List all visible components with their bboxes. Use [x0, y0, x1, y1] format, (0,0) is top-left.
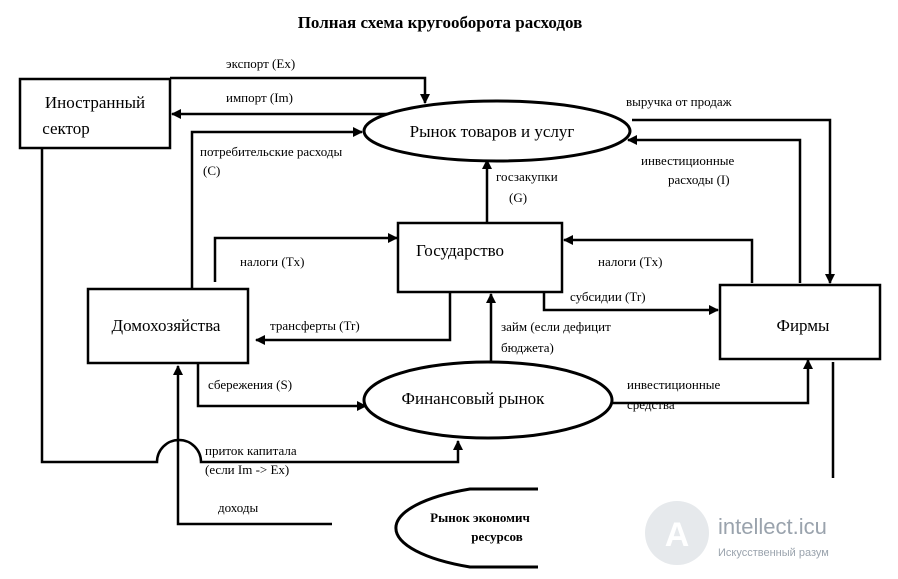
resource-market-label-2: ресурсов	[471, 529, 522, 544]
savings-label: сбережения (S)	[208, 377, 292, 392]
goods-market-label: Рынок товаров и услуг	[410, 122, 575, 141]
gov-purchases-label-2: (G)	[509, 190, 527, 205]
savings-arrow	[196, 362, 367, 411]
export-arrow	[170, 76, 430, 104]
capital-inflow-label-2: (если Im -> Ex)	[205, 462, 289, 477]
consumer-spending-label-1: потребительские расходы	[200, 144, 343, 159]
firm-taxes-arrow	[563, 235, 754, 283]
transfers-arrow	[255, 292, 452, 345]
diagram-title: Полная схема кругооборота расходов	[298, 13, 583, 32]
consumer-spending-arrow	[190, 127, 363, 288]
investment-funds-label-1: инвестиционные	[627, 377, 721, 392]
goods-market-node: Рынок товаров и услуг	[362, 99, 632, 163]
investment-funds-label-2: средства	[627, 397, 675, 412]
foreign-sector-label-2: сектор	[42, 119, 90, 138]
subsidies-arrow	[542, 292, 719, 315]
capital-inflow-label-1: приток капитала	[205, 443, 297, 458]
firm-taxes-label: налоги (Tx)	[598, 254, 662, 269]
foreign-sector-node: Иностранный сектор	[18, 77, 172, 150]
loan-label-1: займ (если дефицит	[501, 319, 611, 334]
import-label: импорт (Im)	[226, 90, 293, 105]
resource-market-label-1: Рынок экономич	[430, 510, 530, 525]
households-node: Домохозяйства	[86, 287, 250, 365]
revenue-label: выручка от продаж	[626, 94, 733, 109]
resource-market-node: Рынок экономич ресурсов	[394, 487, 538, 569]
consumer-spending-label-2: (C)	[203, 163, 220, 178]
government-label: Государство	[416, 241, 504, 260]
firms-node: Фирмы	[718, 283, 882, 361]
government-node: Государство	[396, 221, 564, 294]
financial-market-node: Финансовый рынок	[362, 360, 614, 440]
revenue-arrow	[632, 118, 835, 284]
watermark-brand: intellect.icu	[718, 514, 827, 539]
investment-spending-arrow	[627, 135, 802, 283]
export-label: экспорт (Ex)	[226, 56, 295, 71]
loan-label-2: бюджета)	[501, 340, 554, 355]
income-label: доходы	[218, 500, 259, 515]
watermark-logo-letter: A	[665, 516, 690, 554]
firms-label: Фирмы	[777, 316, 831, 335]
flow-labels: экспорт (Ex) импорт (Im) потребительские…	[200, 56, 735, 515]
gov-purchases-label-1: госзакупки	[496, 169, 558, 184]
income-arrow	[173, 365, 332, 526]
household-taxes-arrow	[213, 233, 398, 282]
household-taxes-label: налоги (Tx)	[240, 254, 304, 269]
watermark-logo-icon	[645, 501, 709, 565]
investment-funds-arrow	[612, 359, 813, 405]
investment-spending-label-1: инвестиционные	[641, 153, 735, 168]
transfers-label: трансферты (Tr)	[270, 318, 360, 333]
watermark: A intellect.icu Искусственный разум	[645, 501, 829, 565]
flow-lines	[40, 76, 835, 526]
subsidies-label: субсидии (Tr)	[570, 289, 646, 304]
foreign-sector-label-1: Иностранный	[45, 93, 145, 112]
watermark-tagline: Искусственный разум	[718, 547, 829, 559]
investment-spending-label-2: расходы (I)	[668, 172, 730, 187]
households-label: Домохозяйства	[112, 316, 221, 335]
financial-market-label: Финансовый рынок	[402, 389, 546, 408]
